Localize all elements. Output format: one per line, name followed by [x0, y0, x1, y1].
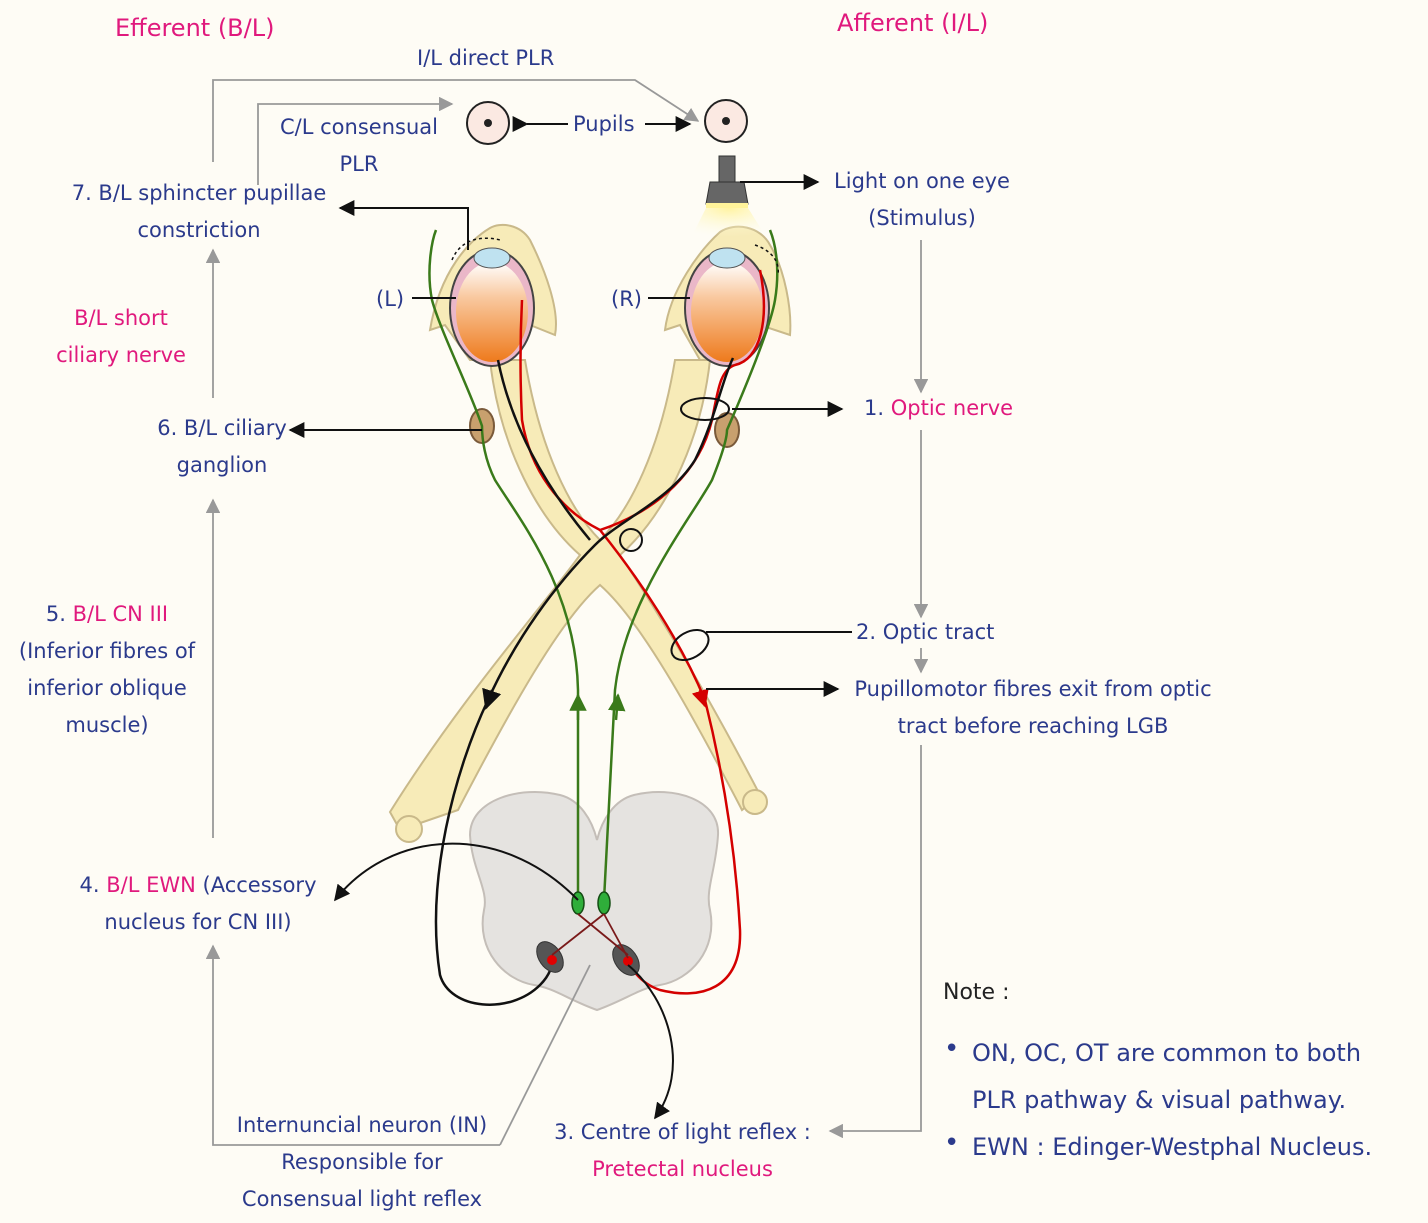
cn3-text: B/L CN III: [73, 602, 168, 626]
note-title: Note :: [943, 980, 1009, 1005]
short-ciliary-line1: B/L short: [48, 300, 194, 337]
optic-nerve-num: 1.: [864, 396, 884, 420]
torch-icon: [690, 156, 768, 240]
pupils-label: Pupils: [573, 106, 635, 143]
sphincter-line2: constriction: [60, 212, 338, 249]
ganglion-line1: 6. B/L ciliary: [148, 410, 296, 447]
ciliary-ganglion-label: 6. B/L ciliary ganglion: [148, 410, 296, 484]
consensual-plr-label: C/L consensual PLR: [270, 109, 448, 183]
light-line2: (Stimulus): [822, 200, 1022, 237]
efferent-title: Efferent (B/L): [115, 10, 274, 47]
sphincter-label: 7. B/L sphincter pupillae constriction: [60, 175, 338, 249]
cn3-line2: (Inferior fibres of: [5, 633, 209, 670]
internuncial-line3: Consensual light reflex: [222, 1181, 502, 1218]
ewn-line2: nucleus for CN III): [67, 904, 329, 941]
optic-nerve-text: Optic nerve: [891, 396, 1013, 420]
cn3-line3: inferior oblique: [5, 670, 209, 707]
ganglion-line2: ganglion: [148, 447, 296, 484]
sphincter-line1: 7. B/L sphincter pupillae: [60, 175, 338, 212]
internuncial-line2: Responsible for: [222, 1144, 502, 1181]
internuncial-label: Internuncial neuron (IN) Responsible for…: [222, 1107, 502, 1218]
right-ewn: [598, 892, 610, 914]
left-pupil-icon: [467, 102, 509, 144]
midbrain-section: [470, 792, 718, 1010]
pupillomotor-label: Pupillomotor fibres exit from optic trac…: [838, 671, 1228, 745]
ewn-rest: (Accessory: [196, 873, 317, 897]
afferent-title: Afferent (I/L): [837, 5, 988, 42]
note-item-continued: PLR pathway & visual pathway.: [944, 1077, 1372, 1124]
short-ciliary-line2: ciliary nerve: [48, 337, 194, 374]
centre-light-reflex-label: 3. Centre of light reflex : Pretectal nu…: [540, 1114, 825, 1188]
cn3-line4: muscle): [5, 707, 209, 744]
ewn-pink: B/L EWN: [106, 873, 196, 897]
consensual-line1: C/L consensual: [270, 109, 448, 146]
optic-tract-label: 2. Optic tract: [856, 614, 994, 651]
right-eye-label: (R): [611, 281, 642, 318]
light-stimulus-label: Light on one eye (Stimulus): [822, 163, 1022, 237]
right-pupil-icon: [705, 100, 747, 142]
right-eye: [665, 227, 790, 366]
note-list: ON, OC, OT are common to both PLR pathwa…: [944, 1030, 1372, 1171]
light-line1: Light on one eye: [822, 163, 1022, 200]
ewn-label: 4. B/L EWN (Accessory nucleus for CN III…: [67, 867, 329, 941]
left-eye-label: (L): [376, 281, 404, 318]
note-item: EWN : Edinger-Westphal Nucleus.: [944, 1124, 1372, 1171]
pretectal-nucleus-text: Pretectal nucleus: [540, 1151, 825, 1188]
short-ciliary-nerve-label: B/L short ciliary nerve: [48, 300, 194, 374]
cn3-label: 5. B/L CN III (Inferior fibres of inferi…: [5, 596, 209, 744]
cn3-num: 5.: [46, 602, 66, 626]
ewn-num: 4.: [79, 873, 99, 897]
optic-nerve-label: 1. Optic nerve: [864, 390, 1013, 427]
note-item-cont-text: PLR pathway & visual pathway.: [972, 1086, 1346, 1114]
pupillomotor-line1: Pupillomotor fibres exit from optic: [838, 671, 1228, 708]
note-item: ON, OC, OT are common to both: [944, 1030, 1372, 1077]
green-arrow-right: [616, 695, 618, 720]
pupillomotor-line2: tract before reaching LGB: [838, 708, 1228, 745]
direct-plr-label: I/L direct PLR: [417, 40, 554, 77]
internuncial-line1: Internuncial neuron (IN): [222, 1107, 502, 1144]
centre-line1: 3. Centre of light reflex :: [540, 1114, 825, 1151]
